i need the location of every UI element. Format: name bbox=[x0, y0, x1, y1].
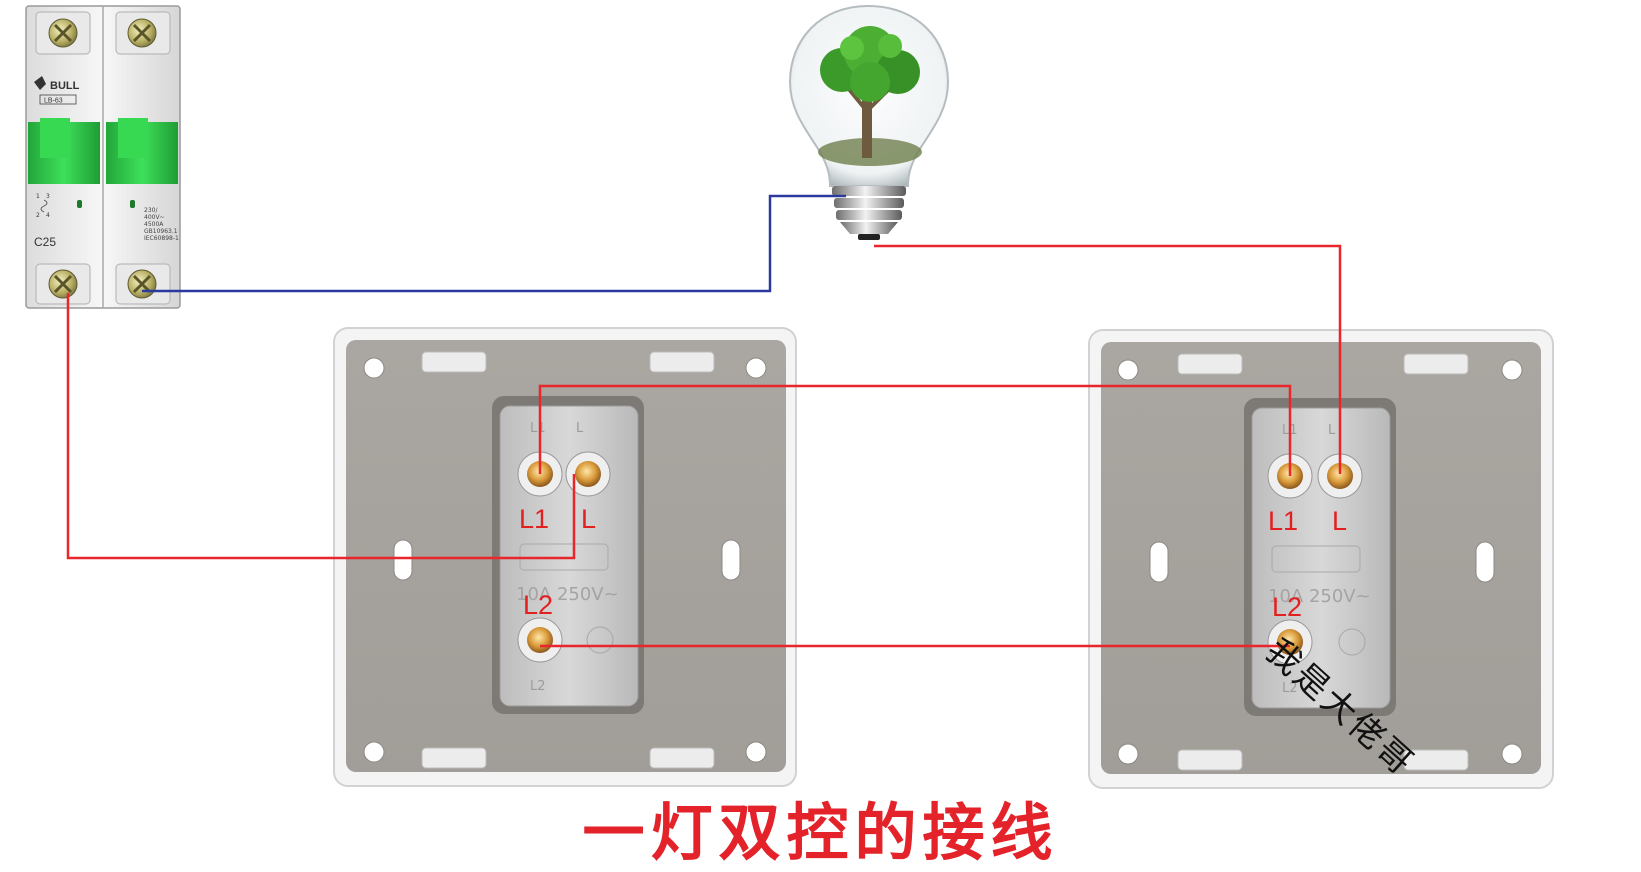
light-bulb-icon bbox=[788, 4, 950, 240]
traveller-wire-l1 bbox=[538, 384, 1292, 476]
breaker-mark-1: 1 bbox=[36, 193, 40, 200]
circuit-breaker: BULL LB-63 1 3 2 4 C25 230/ 400V~ 4500A … bbox=[25, 5, 181, 309]
breaker-spec-4: GB10963.1 bbox=[144, 228, 178, 235]
breaker-spec-1: 230/ bbox=[144, 207, 158, 214]
switch-right-rating-text: 10A 250V~ bbox=[1268, 586, 1371, 607]
switch-right-mold-mark-l: L bbox=[1328, 423, 1336, 438]
neutral-wire bbox=[142, 194, 846, 293]
switch-left-label-l2: L2 bbox=[523, 590, 553, 620]
switch-left-mold-mark-l: L bbox=[576, 421, 584, 436]
switch-right-label-l: L bbox=[1332, 506, 1347, 536]
live-wire-supply bbox=[66, 293, 576, 560]
bull-logo-icon bbox=[34, 76, 46, 90]
switch-left-mold-mark-l2: L2 bbox=[530, 679, 546, 694]
switch-panel-right: L1 L 10A 250V~ L2 bbox=[1088, 329, 1554, 789]
switch-right-label-l2: L2 bbox=[1272, 592, 1302, 622]
breaker-spec-5: IEC60898-1 bbox=[144, 235, 179, 242]
switch-left-mold-mark-l1: L1 bbox=[530, 421, 546, 436]
breaker-brand: BULL bbox=[50, 80, 80, 92]
diagram-title: 一灯双控的接线 bbox=[582, 796, 1059, 869]
switched-live-wire bbox=[874, 244, 1342, 474]
breaker-mark-4: 4 bbox=[46, 212, 50, 219]
breaker-spec-2: 400V~ bbox=[144, 214, 165, 221]
breaker-mark-3: 3 bbox=[46, 193, 50, 200]
switch-right-label-l1: L1 bbox=[1268, 506, 1298, 536]
breaker-spec-3: 4500A bbox=[144, 221, 164, 228]
breaker-mark-2: 2 bbox=[36, 212, 40, 219]
switch-left-rating-text: 10A 250V~ bbox=[516, 584, 619, 605]
switch-left-label-l: L bbox=[581, 504, 596, 534]
breaker-model: LB-63 bbox=[44, 98, 63, 105]
switch-left-label-l1: L1 bbox=[519, 504, 549, 534]
breaker-rating: C25 bbox=[34, 235, 56, 249]
switch-right-mold-mark-l2: L2 bbox=[1282, 681, 1298, 696]
